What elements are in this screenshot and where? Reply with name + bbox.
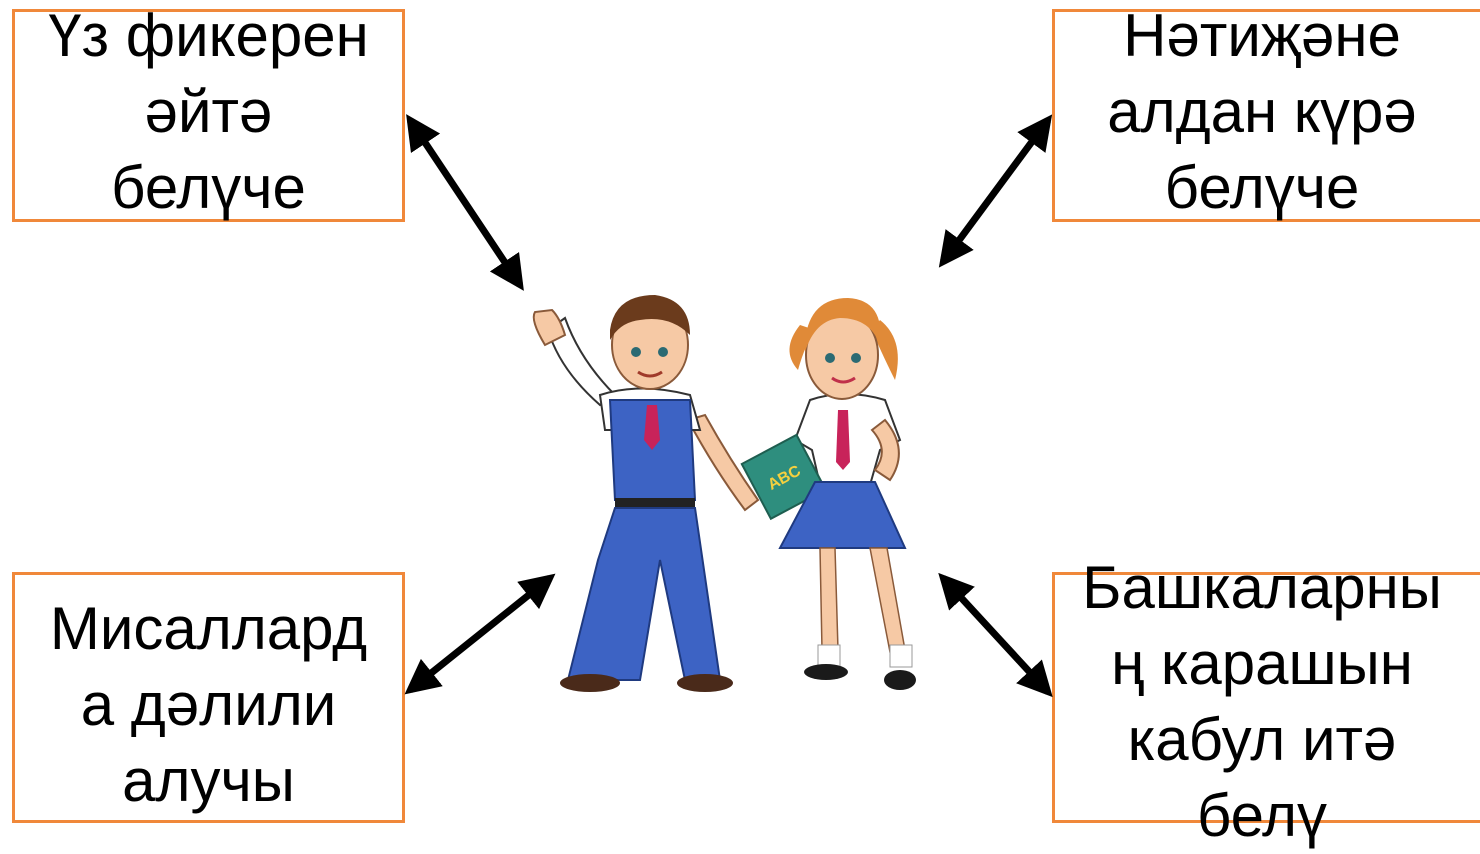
arrow-top-left (406, 114, 524, 291)
arrow-bottom-right (938, 572, 1053, 698)
box-bottom-left-text: Мисаллард а дәлили алучы (49, 595, 368, 814)
box-bottom-right: Башкаларны ң карашын кабул итә белү (1052, 554, 1480, 849)
girl-figure: ABC (740, 298, 916, 690)
arrow-bottom-left (404, 573, 556, 695)
box-top-right: Нәтиҗәне алдан күрә белүче (1052, 2, 1480, 222)
box-bottom-left: Мисаллард а дәлили алучы (12, 572, 405, 823)
box-top-left-text: Үз фикерен әйтә белүче (48, 2, 369, 221)
box-bottom-right-text: Башкаларны ң карашын кабул итә белү (1082, 554, 1442, 849)
box-top-right-text: Нәтиҗәне алдан күрә белүче (1107, 2, 1417, 221)
schoolchildren-illustration: ABC (532, 295, 916, 692)
boy-figure (532, 295, 760, 692)
arrow-top-right (938, 114, 1053, 268)
box-top-left: Үз фикерен әйтә белүче (12, 2, 405, 222)
